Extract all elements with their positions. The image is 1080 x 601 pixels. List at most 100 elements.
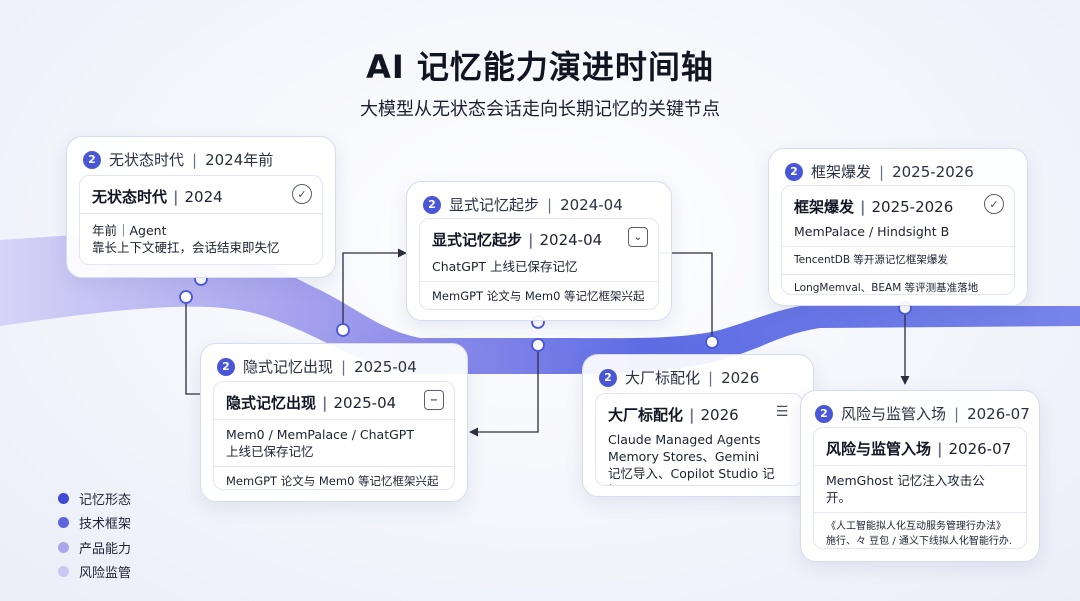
card-header-title: 框架爆发 — [811, 163, 872, 181]
card-header-date: 2025-2026 — [892, 162, 974, 181]
step-number-badge: 2 — [83, 150, 101, 169]
separator: | — [689, 405, 695, 424]
detail-title-text: 显式记忆起步 — [432, 231, 523, 249]
card-detail-panel: 大厂标配化 | 2026 ☰ Claude Managed Agents Mem… — [595, 393, 803, 486]
card-header-title: 隐式记忆出现 — [243, 358, 334, 376]
timeline-node — [336, 323, 350, 337]
step-number-badge: 2 — [423, 195, 441, 214]
detail-row: LongMemval、BEAM 等评测基准落地 — [782, 274, 1014, 294]
card-header-date: 2024年前 — [205, 151, 274, 169]
detail-title-text: 大厂标配化 — [608, 406, 684, 424]
timeline-node — [531, 338, 545, 352]
card-detail-panel: 显式记忆起步 | 2024-04 ⌄ ChatGPT 上线已保存记忆 MemGP… — [419, 218, 659, 310]
card-header: 2 无状态时代 | 2024年前 — [83, 149, 323, 170]
detail-date: 2026 — [700, 405, 739, 424]
card-header-title: 显式记忆起步 — [449, 196, 540, 214]
card-header: 2 隐式记忆出现 | 2025-04 — [217, 356, 455, 377]
detail-date: 2024 — [184, 187, 223, 206]
connector-4 — [658, 252, 713, 342]
detail-row: 《人工智能拟人化互动服务管理行办法》 施行、々 豆包 / 通义下线拟人化智能行办… — [814, 512, 1026, 548]
detail-row: Claude Managed Agents Memory Stores、Gemi… — [608, 432, 775, 485]
card-header-title: 大厂标配化 — [625, 369, 701, 387]
timeline-node — [705, 335, 719, 349]
detail-row: MemGhost 记忆注入攻击公 开。 — [814, 465, 1026, 512]
step-number-badge: 2 — [785, 162, 803, 181]
legend-item: 技术框架 — [58, 511, 131, 536]
legend-dot — [58, 566, 69, 578]
detail-title: 风险与监管入场 | 2026-07 — [814, 428, 1026, 465]
detail-title-text: 框架爆发 — [794, 198, 855, 216]
separator: | — [341, 357, 347, 376]
legend-dot — [58, 492, 69, 504]
detail-row: TencentDB 等开源记忆框架爆发 — [782, 246, 1014, 274]
card-framework-boom: 2 框架爆发 | 2025-2026 框架爆发 | 2025-2026 ✓ Me… — [768, 148, 1028, 306]
legend-dot — [58, 541, 69, 553]
detail-row: MemGPT 论文与 Mem0 等记忆框架兴起 — [214, 466, 454, 489]
detail-date: 2024-04 — [539, 230, 603, 249]
card-header: 2 框架爆发 | 2025-2026 — [785, 161, 1015, 182]
separator: | — [547, 195, 553, 214]
page-subtitle: 大模型从无状态会话走向长期记忆的关键节点 — [360, 99, 720, 120]
card-header-date: 2026-07 — [967, 404, 1030, 423]
card-risk-regulation: 2 风险与监管入场 | 2026-07 风险与监管入场 | 2026-07 Me… — [800, 390, 1040, 562]
chat-box-icon: ⌄ — [628, 227, 648, 247]
detail-row: Mem0 / MemPalace / ChatGPT 上线已保存记忆 — [214, 419, 454, 466]
step-number-badge: 2 — [599, 368, 617, 387]
card-header-date: 2024-04 — [560, 195, 623, 214]
separator: | — [528, 230, 534, 249]
legend-label: 记忆形态 — [79, 492, 132, 508]
detail-title-text: 风险与监管入场 — [826, 440, 932, 458]
detail-title-text: 隐式记忆出现 — [226, 394, 317, 412]
legend-dot — [58, 517, 69, 529]
step-number-badge: 2 — [815, 404, 833, 423]
legend-item: 产品能力 — [58, 535, 131, 560]
separator: | — [954, 404, 960, 423]
detail-row: ChatGPT 上线已保存记忆 — [432, 259, 578, 274]
detail-title-text: 无状态时代 — [92, 188, 168, 206]
card-stateless-era: 2 无状态时代 | 2024年前 无状态时代 | 2024 ✓ 年前｜Agent… — [66, 136, 336, 278]
legend-item: 风险监管 — [58, 560, 131, 585]
detail-date: 2025-04 — [333, 393, 397, 412]
detail-date: 2026-07 — [948, 439, 1012, 458]
page-title: AI 记忆能力演进时间轴 — [366, 48, 714, 86]
detail-title: 框架爆发 | 2025-2026 ✓ — [782, 186, 1014, 223]
legend: 记忆形态 技术框架 产品能力 风险监管 — [58, 486, 131, 584]
timeline-node — [179, 290, 193, 304]
card-header-title: 无状态时代 — [109, 151, 185, 169]
detail-title: 无状态时代 | 2024 ✓ — [80, 176, 322, 213]
legend-label: 风险监管 — [79, 566, 132, 582]
connector-2 — [342, 248, 407, 330]
card-explicit-memory: 2 显式记忆起步 | 2024-04 显式记忆起步 | 2024-04 ⌄ Ch… — [406, 181, 672, 321]
connector-1 — [185, 298, 200, 395]
card-header-title: 风险与监管入场 — [841, 405, 947, 423]
card-header: 2 大厂标配化 | 2026 — [599, 367, 801, 388]
separator: | — [708, 368, 714, 387]
note-box-icon: − — [424, 390, 444, 410]
connector-3 — [469, 345, 539, 437]
separator: | — [173, 187, 179, 206]
card-header-date: 2025-04 — [354, 357, 417, 376]
card-big-tech-standard: 2 大厂标配化 | 2026 大厂标配化 | 2026 ☰ Claude Man… — [582, 354, 814, 497]
separator: | — [192, 150, 198, 169]
card-detail-panel: 风险与监管入场 | 2026-07 MemGhost 记忆注入攻击公 开。 《人… — [813, 427, 1027, 549]
step-number-badge: 2 — [217, 357, 235, 376]
card-detail-panel: 无状态时代 | 2024 ✓ 年前｜Agent 靠长上下文硬扛，会话结束即失忆 — [79, 175, 323, 265]
detail-title: 显式记忆起步 | 2024-04 ⌄ — [420, 219, 658, 256]
detail-date: 2025-2026 — [871, 197, 954, 216]
detail-row: MemPalace / Hindsight B — [794, 224, 950, 239]
card-header-date: 2026 — [721, 368, 760, 387]
detail-row: 年前｜Agent 靠长上下文硬扛，会话结束即失忆 — [80, 213, 322, 262]
separator: | — [860, 197, 866, 216]
card-header: 2 风险与监管入场 | 2026-07 — [815, 403, 1030, 424]
separator: | — [322, 393, 328, 412]
card-detail-panel: 框架爆发 | 2025-2026 ✓ MemPalace / Hindsight… — [781, 185, 1015, 295]
detail-row: MemGPT 论文与 Mem0 等记忆框架兴起 — [420, 281, 658, 309]
legend-item: 记忆形态 — [58, 486, 131, 511]
legend-label: 技术框架 — [79, 517, 132, 533]
check-circle-icon: ✓ — [984, 194, 1004, 214]
legend-label: 产品能力 — [79, 541, 132, 557]
list-icon: ☰ — [775, 404, 789, 420]
card-detail-panel: 隐式记忆出现 | 2025-04 − Mem0 / MemPalace / Ch… — [213, 381, 455, 490]
detail-title: 大厂标配化 | 2026 ☰ — [596, 394, 802, 431]
card-header: 2 显式记忆起步 | 2024-04 — [423, 194, 659, 215]
